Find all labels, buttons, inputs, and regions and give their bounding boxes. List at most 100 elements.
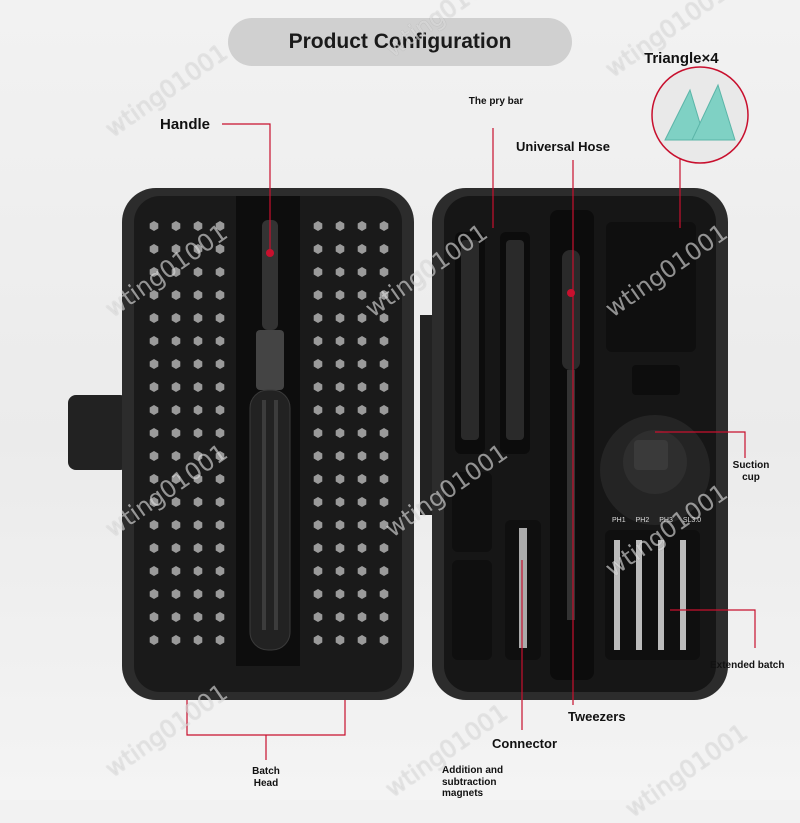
universal-hose [550,210,594,680]
bit-hex [171,428,181,438]
label-handle: Handle [160,116,211,133]
bit-hex [215,497,225,507]
bit-hex [357,635,367,645]
bit-hex [313,612,323,622]
bit-hex [171,221,181,231]
bit-hex [379,612,389,622]
case-latch [68,395,128,470]
bit-hex [357,612,367,622]
bit-hex [171,635,181,645]
bit-hex [379,221,389,231]
bit-hex [357,405,367,415]
label-universal-hose: Universal Hose [516,139,610,154]
bit-hex [357,451,367,461]
bit-hex [149,589,159,599]
bit-hex [149,428,159,438]
bit-hex [313,566,323,576]
bit-hex [379,313,389,323]
bit-hex [379,520,389,530]
bit-hex [215,382,225,392]
bit-hex [215,405,225,415]
label-triangle: Triangle×4 [644,50,719,67]
bit-hex [215,451,225,461]
bit-hex [149,290,159,300]
bit-hex [313,520,323,530]
bit-hex [149,405,159,415]
bit-hex [215,221,225,231]
bit-hex [357,336,367,346]
bit-hex [171,612,181,622]
connector-tray [452,560,492,660]
bit-hex [171,451,181,461]
bit-hex [357,566,367,576]
bit-hex [379,428,389,438]
extended-bits-tray [605,530,700,660]
bit-hex [171,405,181,415]
bit-hex [313,221,323,231]
bit-hex [313,267,323,277]
bit-hex [149,336,159,346]
bit-hex [357,382,367,392]
bit-hex [215,267,225,277]
bit-hex [379,290,389,300]
bit-hex [357,589,367,599]
bit-hex [379,336,389,346]
bit-hex [379,359,389,369]
bit-hex [193,382,203,392]
bit-hex [171,336,181,346]
bit-hex [193,451,203,461]
bit-hex [215,474,225,484]
bit-hex [335,405,345,415]
bit-hex [335,612,345,622]
bit-hex [193,313,203,323]
bit-hex [171,382,181,392]
label-connector: Connector [492,736,557,751]
bit-hex [193,244,203,254]
bit-hex [193,221,203,231]
bit-hex [335,336,345,346]
bit-hex [171,244,181,254]
bit-hex [149,612,159,622]
bit-hex [149,474,159,484]
bit-hex [313,474,323,484]
connector-bit [519,528,527,648]
bit-hex [313,451,323,461]
bit-hex [171,497,181,507]
bit-label: SL3.0 [682,517,702,524]
bit-hex [335,589,345,599]
bit-hex [193,359,203,369]
bit-label: PH3 [659,517,673,524]
bit-hex [313,543,323,553]
label-extended-batch: Extended batch [710,660,785,671]
bit-hex [379,382,389,392]
bit-grid-left [149,221,225,645]
triangle-pick-badge [651,66,749,164]
leader-lines [186,123,756,760]
bit-label-row: PH1 PH2 PH3 SL3.0 [612,517,701,524]
magnet-slot [452,472,492,552]
bit-hex [193,589,203,599]
bit-hex [149,221,159,231]
bit-hex [149,566,159,576]
bit-hex [357,428,367,438]
bit-hex [313,244,323,254]
bit-hex [171,474,181,484]
bit-hex [335,428,345,438]
bit-hex [335,382,345,392]
triangle-compartment [606,222,696,352]
bit-hex [313,313,323,323]
bit-hex [171,313,181,323]
bit-hex [379,566,389,576]
bit-hex [215,520,225,530]
bit-hex [171,589,181,599]
bit-hex [193,520,203,530]
label-pry-bar: The pry bar [468,96,524,107]
bit-hex [313,635,323,645]
bit-hex [379,244,389,254]
product-scene [68,66,756,760]
bit-hex [215,566,225,576]
bit-hex [149,244,159,254]
label-batch-head: Batch Head [252,766,280,789]
left-case [68,188,414,700]
bit-hex [357,474,367,484]
